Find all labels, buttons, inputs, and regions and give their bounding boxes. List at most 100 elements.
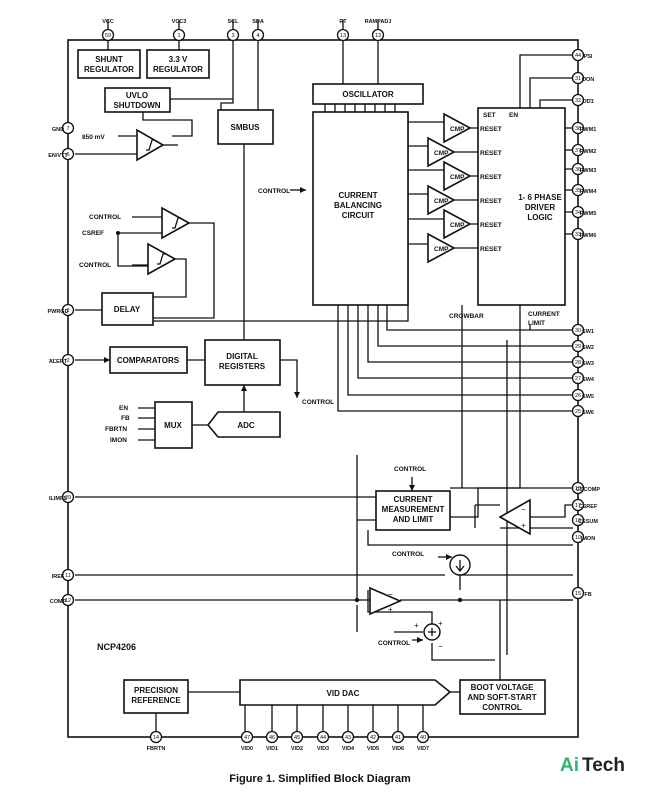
pin-label: SW1: [582, 329, 594, 335]
reset-label-4: RESET: [480, 198, 502, 205]
comparators-block: COMPARATORS: [109, 346, 188, 374]
reset-label-6: RESET: [480, 246, 502, 253]
pin-label: PWRGD: [47, 309, 68, 315]
pin-number: 17: [575, 503, 581, 509]
label-current-limit-1: CURRENT: [528, 311, 560, 318]
pin-label: VID3: [317, 746, 329, 752]
cmp-label-6: CMP: [434, 246, 449, 253]
pin-number: 38: [575, 126, 581, 132]
pin-number: 15: [575, 591, 581, 597]
label-control-csref1: CONTROL: [89, 214, 121, 221]
cmp-label-1: CMP: [450, 126, 465, 133]
smbus-label: SMBUS: [231, 123, 261, 132]
cmp-2: CMP: [427, 136, 456, 168]
pin-number: 6: [66, 152, 69, 158]
cs-amplifier: − +: [498, 498, 531, 536]
uvlo-shutdown-block: UVLO SHUTDOWN: [104, 87, 171, 113]
pin-label: PWM1: [580, 127, 597, 133]
mux-input-en: EN: [119, 405, 128, 412]
pin-number: 28: [575, 360, 581, 366]
mux-input-imon: IMON: [110, 437, 127, 444]
sum-minus: −: [438, 642, 443, 651]
pin-number: 32: [575, 98, 581, 104]
pin-vcc3: 1 VCC3: [172, 19, 187, 42]
pin-number: 41: [395, 735, 401, 741]
pin-label: VID0: [241, 746, 253, 752]
current-meas-line2: MEASUREMENT: [382, 505, 445, 514]
chip-name: NCP4206: [97, 642, 136, 652]
driver-logic-block: SET EN 1- 6 PHASE DRIVER LOGIC: [477, 107, 566, 306]
pin-number: 18: [575, 486, 581, 492]
adc-block: ADC: [206, 411, 281, 438]
pin-label: SW2: [582, 345, 594, 351]
delay-block: DELAY: [101, 292, 154, 326]
pin-number: 11: [65, 573, 71, 579]
pin-label: VID7: [417, 746, 429, 752]
pin-label: RAMPADJ: [365, 19, 392, 25]
pin-number: 2: [66, 358, 69, 364]
pin-label: VID4: [342, 746, 355, 752]
precision-reference-block: PRECISION REFERENCE: [123, 679, 189, 714]
pin-label: PWM5: [580, 211, 597, 217]
label-850mv: 850 mV: [82, 134, 105, 141]
pin-label: SDA: [252, 19, 264, 25]
smbus-block: SMBUS: [217, 109, 274, 145]
reset-label-5: RESET: [480, 222, 502, 229]
current-meas-line3: AND LIMIT: [393, 515, 434, 524]
watermark-tech: Tech: [582, 755, 625, 776]
uvlo-line2: SHUTDOWN: [113, 101, 160, 110]
cmp-label-2: CMP: [434, 150, 449, 157]
pin-label: IMON: [581, 536, 595, 542]
phase-comparators: CMP CMP CMP CMP CMP CMP RESET RESET RESE…: [427, 112, 502, 264]
pin-number: 3: [231, 33, 234, 39]
pin-label: IREF: [52, 574, 65, 580]
mux-input-fbrtn: FBRTN: [105, 426, 127, 433]
pin-number: 59: [105, 33, 111, 39]
figure-caption: Figure 1. Simplified Block Diagram: [229, 773, 411, 785]
label-control-registers: CONTROL: [302, 399, 334, 406]
free-labels: 850 mV CONTROL CONTROL CSREF CONTROL CRO…: [79, 134, 560, 652]
comparators-label: COMPARATORS: [117, 356, 180, 365]
pin-label: FB: [584, 592, 591, 598]
pin-number: 1: [177, 33, 180, 39]
pin-label: VCC3: [172, 19, 187, 25]
pin-label: VID1: [266, 746, 278, 752]
boot-voltage-line3: CONTROL: [482, 703, 522, 712]
pin-number: 37: [575, 148, 581, 154]
label-control-measurement: CONTROL: [394, 466, 426, 473]
arrowheads: [104, 187, 452, 643]
pin-label: ILIMFS: [49, 496, 67, 502]
pin-number: 43: [345, 735, 351, 741]
pin-label: VID6: [392, 746, 404, 752]
oscillator-block: OSCILLATOR: [312, 83, 424, 105]
error-amp-plus: +: [388, 605, 393, 614]
pin-label: CSREF: [579, 504, 598, 510]
pin-number: 16: [575, 518, 581, 524]
digital-registers-line2: REGISTERS: [219, 362, 266, 371]
shunt-regulator-line1: SHUNT: [95, 55, 123, 64]
pin-label: PWM4: [580, 189, 597, 195]
pin-en-vtt: 6EN/VTT: [48, 147, 75, 161]
label-crowbar: CROWBAR: [449, 313, 484, 320]
balancing-line3: CIRCUIT: [342, 211, 375, 220]
aitech-watermark: Ai Tech: [560, 755, 625, 776]
cmp-3: CMP: [443, 160, 472, 192]
delay-label: DELAY: [114, 305, 141, 314]
